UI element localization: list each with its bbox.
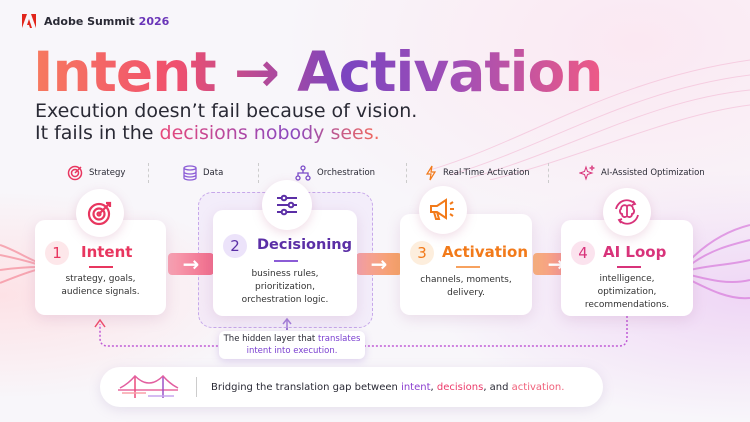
flow-icon xyxy=(295,165,311,181)
brand-name: Adobe Summit xyxy=(44,14,135,28)
database-icon xyxy=(183,165,197,181)
category-orchestration: Orchestration xyxy=(295,165,375,181)
step-description: business rules,prioritization,orchestrat… xyxy=(241,269,329,305)
decorative-waves xyxy=(430,59,750,180)
divider xyxy=(406,163,407,183)
bottom-tagline-bar: Bridging the translation gap between int… xyxy=(100,367,603,407)
bridge-icon xyxy=(118,374,179,398)
category-strategy: Strategy xyxy=(67,165,125,181)
sparkles-icon xyxy=(579,165,595,181)
step-title: Activation xyxy=(442,243,529,261)
hidden-layer-callout: The hidden layer that translates intent … xyxy=(219,331,365,359)
category-real-time-activation: Real-Time Activation xyxy=(425,165,530,181)
intent-target-badge xyxy=(76,189,124,237)
brand-year: 2026 xyxy=(138,14,170,28)
tagline-text: Bridging the translation gap between int… xyxy=(211,381,565,393)
title-underline xyxy=(274,260,298,262)
step-card-decisioning: 2 Decisioning business rules,prioritizat… xyxy=(213,210,357,316)
megaphone-icon xyxy=(430,198,454,220)
step-number: 4 xyxy=(571,241,595,265)
subtitle-line-1: Execution doesn’t fail because of vision… xyxy=(35,100,418,122)
brand-header: Adobe Summit 2026 xyxy=(22,14,169,28)
subtitle-line-2: It fails in the decisions nobody sees. xyxy=(35,122,380,144)
title-underline xyxy=(617,266,641,268)
divider xyxy=(258,163,259,183)
adobe-logo-icon xyxy=(22,14,36,28)
title-underline xyxy=(89,266,113,268)
step-title: AI Loop xyxy=(603,243,667,261)
step-number: 2 xyxy=(223,234,247,258)
decisioning-sliders-badge xyxy=(262,180,312,230)
ai-loop-brain-badge xyxy=(603,188,651,236)
target-icon xyxy=(67,165,83,181)
step-card-activation: 3 Activation channels, moments,delivery. xyxy=(400,214,532,315)
decorative-waves-right xyxy=(690,224,750,300)
divider xyxy=(148,163,149,183)
title-underline xyxy=(456,266,480,268)
divider xyxy=(196,377,197,397)
step-title: Intent xyxy=(81,243,133,261)
step-description: strategy, goals,audience signals. xyxy=(61,274,140,297)
category-data: Data xyxy=(183,165,223,181)
divider xyxy=(548,163,549,183)
activation-megaphone-badge xyxy=(419,186,467,234)
step-description: channels, moments,delivery. xyxy=(420,275,512,298)
category-ai-optimization: AI-Assisted Optimization xyxy=(579,165,705,181)
step-number: 1 xyxy=(45,241,69,265)
step-title: Decisioning xyxy=(257,237,352,253)
brain-cycle-icon xyxy=(615,199,639,225)
target-icon xyxy=(87,201,112,226)
lightning-icon xyxy=(425,165,437,181)
arrow-right-icon: → xyxy=(168,252,214,276)
sliders-icon xyxy=(277,194,297,216)
step-card-ai-loop: 4 AI Loop intelligence,optimization,reco… xyxy=(561,220,693,316)
step-number: 3 xyxy=(410,241,434,265)
arrow-right-icon: → xyxy=(356,252,402,276)
step-description: intelligence,optimization,recommendation… xyxy=(584,274,670,310)
